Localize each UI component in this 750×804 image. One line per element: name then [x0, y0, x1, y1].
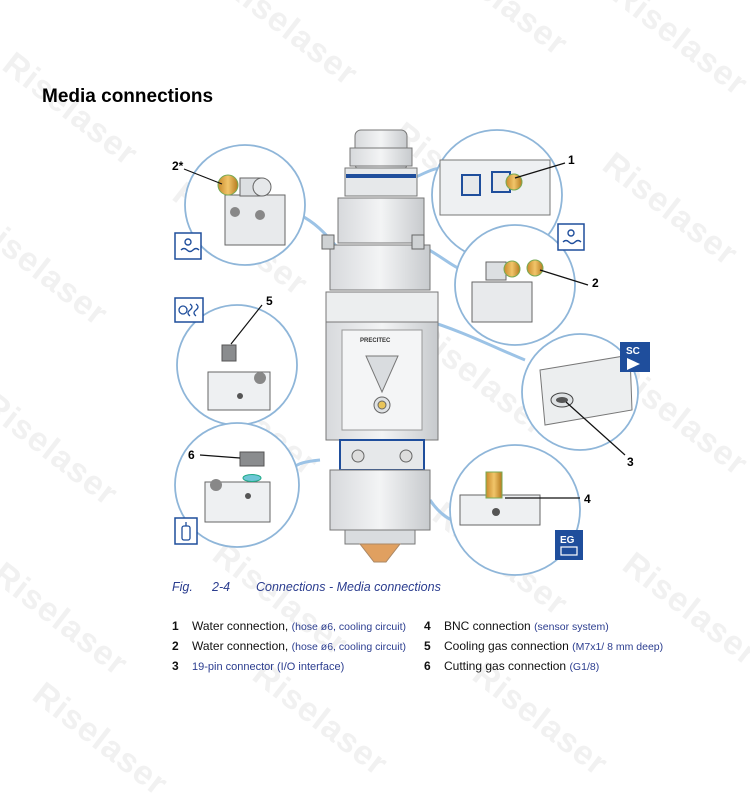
fitting-5	[207, 344, 271, 411]
legend-detail: (M7x1/ 8 mm deep)	[572, 641, 664, 653]
figure-caption: Fig. 2-4 Connections - Media connections	[172, 580, 441, 594]
legend-item: 4 BNC connection (sensor system)	[424, 616, 663, 636]
legend-num: 1	[172, 619, 179, 633]
legend-num: 4	[424, 619, 431, 633]
caption-number: 2-4	[212, 580, 231, 594]
legend-item: 5 Cooling gas connection (M7x1/ 8 mm deep…	[424, 636, 663, 656]
legend-detail: 19-pin connector (I/O interface)	[192, 661, 345, 673]
sc-badge-label: SC	[626, 346, 640, 357]
legend-item: 1 Water connection, (hose ø6, cooling cir…	[172, 616, 406, 636]
legend-label: Water connection,	[192, 639, 289, 653]
legend-item: 3 19-pin connector (I/O interface)	[172, 656, 406, 676]
eg-badge-label: EG	[560, 535, 575, 546]
eg-badge: EG	[555, 530, 583, 560]
cutting-gas-icon	[174, 517, 198, 545]
legend-detail: (sensor system)	[534, 621, 609, 633]
callout-5: 5	[266, 294, 273, 308]
legend-label: Water connection,	[192, 619, 289, 633]
legend-detail: (G1/8)	[569, 661, 600, 673]
chip-icon	[560, 546, 578, 556]
legend-detail: (hose ø6, cooling circuit)	[291, 621, 407, 633]
callout-1: 1	[568, 153, 575, 167]
caption-text: Connections - Media connections	[256, 580, 441, 594]
cooling-gas-icon	[174, 297, 204, 323]
fitting-3	[539, 354, 633, 426]
callout-6: 6	[188, 448, 195, 462]
legend-num: 6	[424, 659, 431, 673]
legend-detail: (hose ø6, cooling circuit)	[291, 641, 407, 653]
water-icon-left	[174, 232, 202, 260]
fitting-4	[459, 471, 541, 526]
legend-item: 6 Cutting gas connection (G1/8)	[424, 656, 663, 676]
legend-num: 5	[424, 639, 431, 653]
callout-2star: 2*	[172, 159, 184, 173]
legend-right: 4 BNC connection (sensor system) 5 Cooling…	[424, 616, 663, 676]
head-brand-label: PRECITEC	[360, 338, 391, 344]
legend-label: Cooling gas connection	[444, 639, 569, 653]
callout-3: 3	[627, 455, 634, 469]
caption-fig: Fig.	[172, 580, 193, 594]
fitting-1	[439, 159, 551, 216]
cutting-head: PRECITEC	[321, 129, 439, 563]
sc-badge: SC	[620, 342, 650, 372]
callout-numbers: 2* 1 5 2 3 6 4	[172, 153, 634, 506]
legend-label: BNC connection	[444, 619, 531, 633]
water-icon-right	[557, 223, 585, 251]
legend-label: Cutting gas connection	[444, 659, 567, 673]
callout-4: 4	[584, 492, 591, 506]
legend-num: 2	[172, 639, 179, 653]
fitting-2	[471, 259, 544, 323]
legend-num: 3	[172, 659, 179, 673]
fitting-6	[204, 451, 271, 523]
fitting-2star	[217, 174, 286, 246]
leader-lines	[183, 162, 626, 499]
legend-item: 2 Water connection, (hose ø6, cooling cir…	[172, 636, 406, 656]
callout-2: 2	[592, 276, 599, 290]
play-arrow-icon	[627, 358, 640, 370]
page-title: Media connections	[42, 85, 214, 107]
